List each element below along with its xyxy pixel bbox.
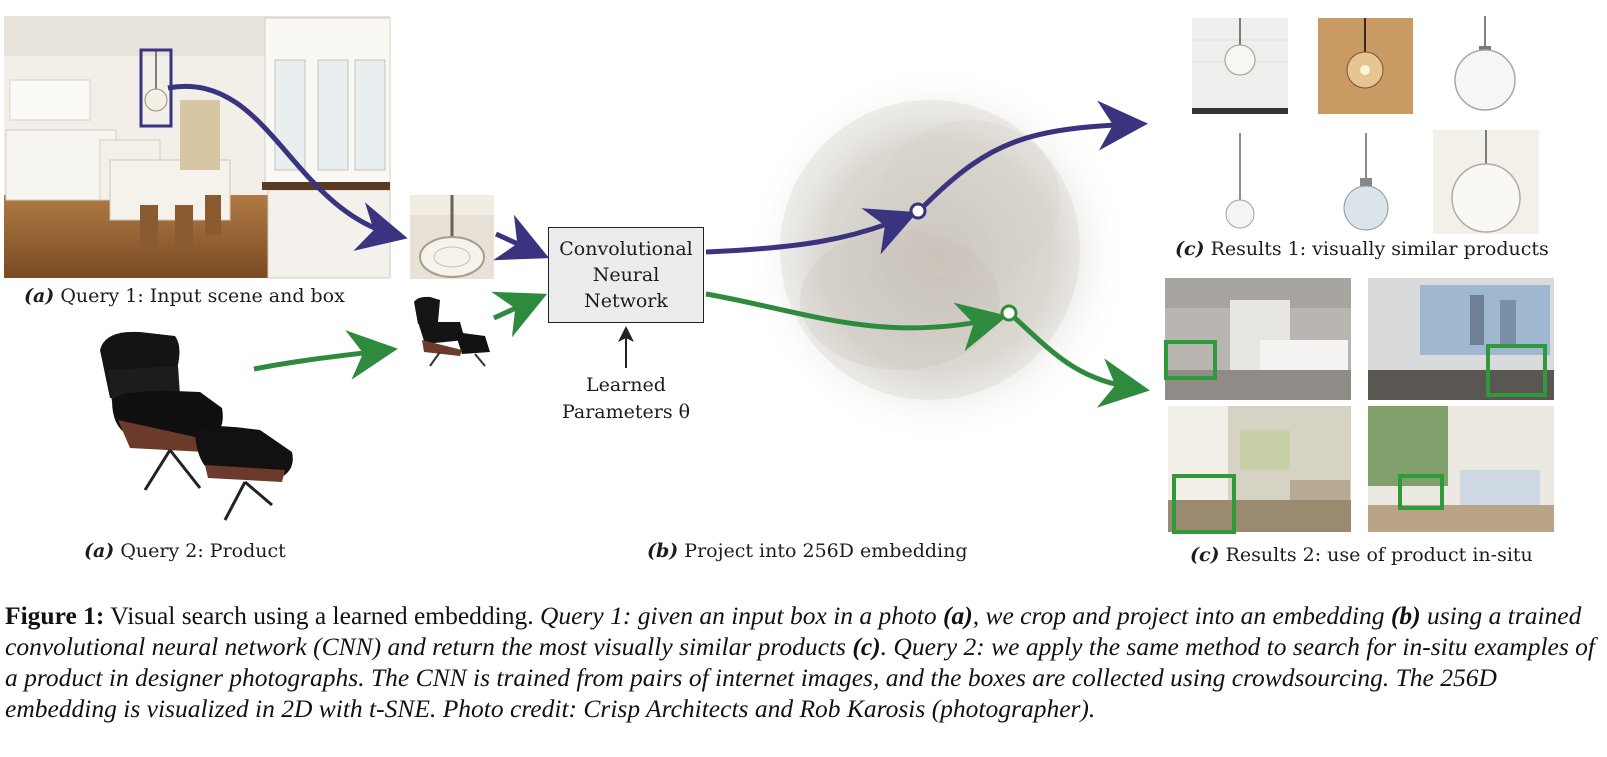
result2-room-3 xyxy=(1168,406,1351,532)
result1-pendant-3 xyxy=(1454,16,1516,111)
query2-to-cnn-arrow xyxy=(491,291,548,338)
label-query2-letter: (a) xyxy=(84,540,115,562)
result2-room-4 xyxy=(1368,406,1554,532)
params-line2: Parameters θ xyxy=(561,401,691,423)
caption-ref-c: (c) xyxy=(852,632,881,661)
label-results1-letter: (c) xyxy=(1175,238,1205,260)
caption-sentence1: Visual search using a learned embedding. xyxy=(104,601,541,630)
kitchen-scene-photo xyxy=(4,16,391,279)
learned-parameters-label: Learned Parameters θ xyxy=(540,372,712,426)
result2-box-4 xyxy=(1398,474,1444,510)
params-line1: Learned xyxy=(586,374,666,396)
caption-lead: Figure 1: xyxy=(5,601,105,630)
result1-pendant-4 xyxy=(1225,133,1255,229)
query1-to-cnn-arrow xyxy=(493,214,550,261)
result2-box-3 xyxy=(1172,474,1236,534)
label-results2-text: Results 2: use of product in-situ xyxy=(1219,544,1533,566)
label-results1-text: Results 1: visually similar products xyxy=(1204,238,1549,260)
cnn-box: Convolutional Neural Network xyxy=(548,227,704,323)
caption-part4: . Query 2: we apply the same method to s… xyxy=(5,632,1596,723)
caption-part3: using a trained convolutional neural net… xyxy=(5,601,1582,661)
result2-box-1 xyxy=(1164,340,1217,380)
cropped-chair-thumbnail xyxy=(414,296,490,367)
embedding-to-results1-arrow xyxy=(922,100,1148,208)
label-query1-letter: (a) xyxy=(24,285,55,307)
result2-room-1 xyxy=(1165,278,1351,400)
result2-box-2 xyxy=(1486,344,1547,397)
cnn-to-embedding-arrow-1 xyxy=(705,208,918,255)
result1-pendant-1 xyxy=(1192,18,1288,114)
cnn-to-embedding-arrow-2 xyxy=(705,291,1008,352)
embedding-point-query1 xyxy=(909,202,927,220)
cnn-label-line1: Convolutional xyxy=(559,238,693,260)
embedding-point-query2 xyxy=(1000,304,1018,322)
lounge-chair-product xyxy=(100,331,293,521)
result1-pendant-2 xyxy=(1318,18,1413,114)
figure-caption: Figure 1: Visual search using a learned … xyxy=(5,600,1602,724)
label-project: (b) Project into 256D embedding xyxy=(647,540,968,562)
caption-ref-a: (a) xyxy=(943,601,973,630)
label-project-letter: (b) xyxy=(647,540,679,562)
embedding-to-results2-arrow xyxy=(1013,316,1150,408)
caption-part2: , we crop and project into an embedding xyxy=(972,601,1391,630)
query1-crop-arrow xyxy=(167,83,408,251)
label-query1-text: Query 1: Input scene and box xyxy=(54,285,345,307)
label-results2-letter: (c) xyxy=(1190,544,1220,566)
result1-pendant-5 xyxy=(1343,133,1389,231)
result1-pendant-6 xyxy=(1433,130,1539,234)
query2-crop-arrow xyxy=(253,330,398,380)
label-results1: (c) Results 1: visually similar products xyxy=(1175,238,1549,260)
tsne-embedding-cloud xyxy=(746,65,1130,445)
cnn-label-line2: Neural xyxy=(592,264,660,286)
label-results2: (c) Results 2: use of product in-situ xyxy=(1190,544,1533,566)
figure-canvas xyxy=(4,16,1554,534)
caption-ref-b: (b) xyxy=(1390,601,1421,630)
cropped-pendant-thumbnail xyxy=(410,195,494,279)
label-project-text: Project into 256D embedding xyxy=(678,540,968,562)
result2-room-2 xyxy=(1368,278,1554,400)
label-query2: (a) Query 2: Product xyxy=(84,540,286,562)
cnn-label-line3: Network xyxy=(584,290,668,312)
caption-part1: Query 1: given an input box in a photo xyxy=(540,601,943,630)
label-query2-text: Query 2: Product xyxy=(114,540,286,562)
label-query1: (a) Query 1: Input scene and box xyxy=(24,285,345,307)
